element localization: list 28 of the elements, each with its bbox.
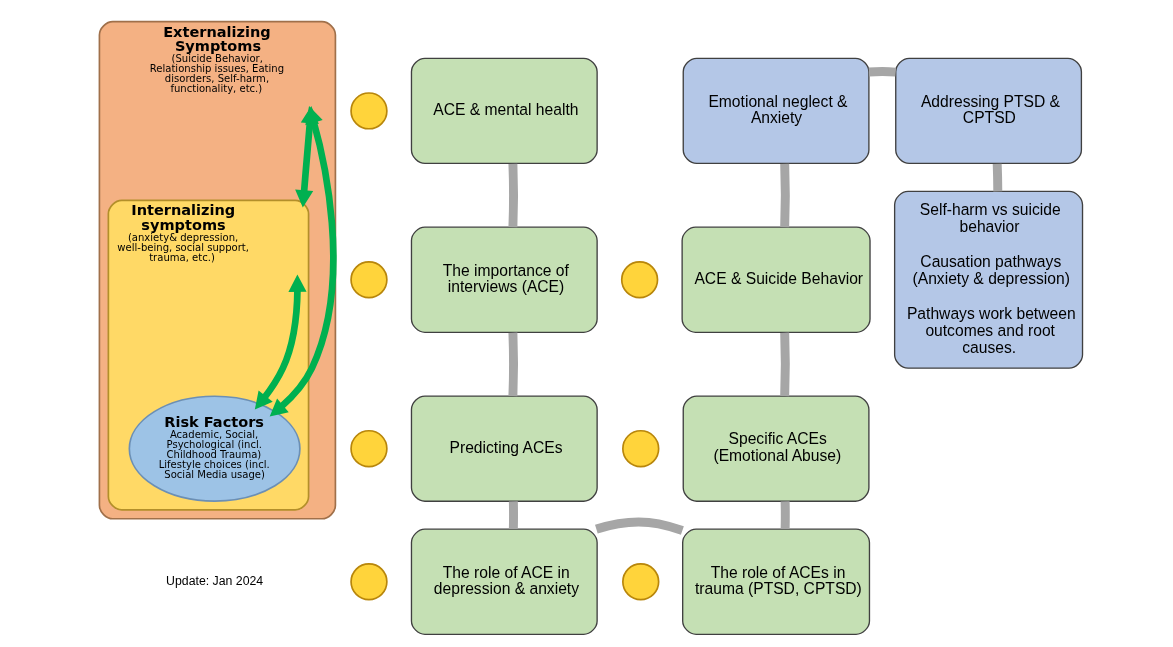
node-box: Predicting ACEs [410, 395, 598, 502]
node-box: Emotional neglect & Anxiety [682, 57, 870, 165]
connector [595, 517, 684, 535]
connector [992, 163, 1003, 192]
node-box: The importance of interviews (ACE) [410, 226, 598, 333]
node-circle [350, 429, 388, 468]
node-circle [350, 261, 388, 299]
node-circle [622, 563, 660, 601]
connector [508, 501, 518, 529]
node-box: Addressing PTSD & CPTSD [895, 57, 1083, 165]
node-box: Self-harm vs suicide behavior Causation pathways (Anxiety & depression) Pathways work between outcomes and root causes. [893, 190, 1084, 369]
node-circle [622, 429, 660, 468]
arrow [254, 274, 307, 410]
node-box: ACE & Suicide Behavior [681, 226, 871, 333]
label: Update: Jan 2024 [166, 573, 264, 588]
connector [780, 163, 790, 228]
node-box: The role of ACE in depression & anxiety [410, 528, 598, 635]
node-box: Specific ACEs (Emotional Abuse) [682, 395, 870, 502]
node-box: The role of ACEs in trauma (PTSD, CPTSD) [682, 528, 871, 635]
node-box: ACE & mental health [410, 57, 598, 165]
node-circle [350, 563, 388, 601]
connector [780, 332, 790, 397]
connector [780, 501, 790, 529]
node-circle [620, 261, 659, 299]
node-circle [350, 92, 388, 130]
connector [508, 163, 518, 228]
connector [868, 67, 897, 77]
connector [508, 332, 518, 397]
